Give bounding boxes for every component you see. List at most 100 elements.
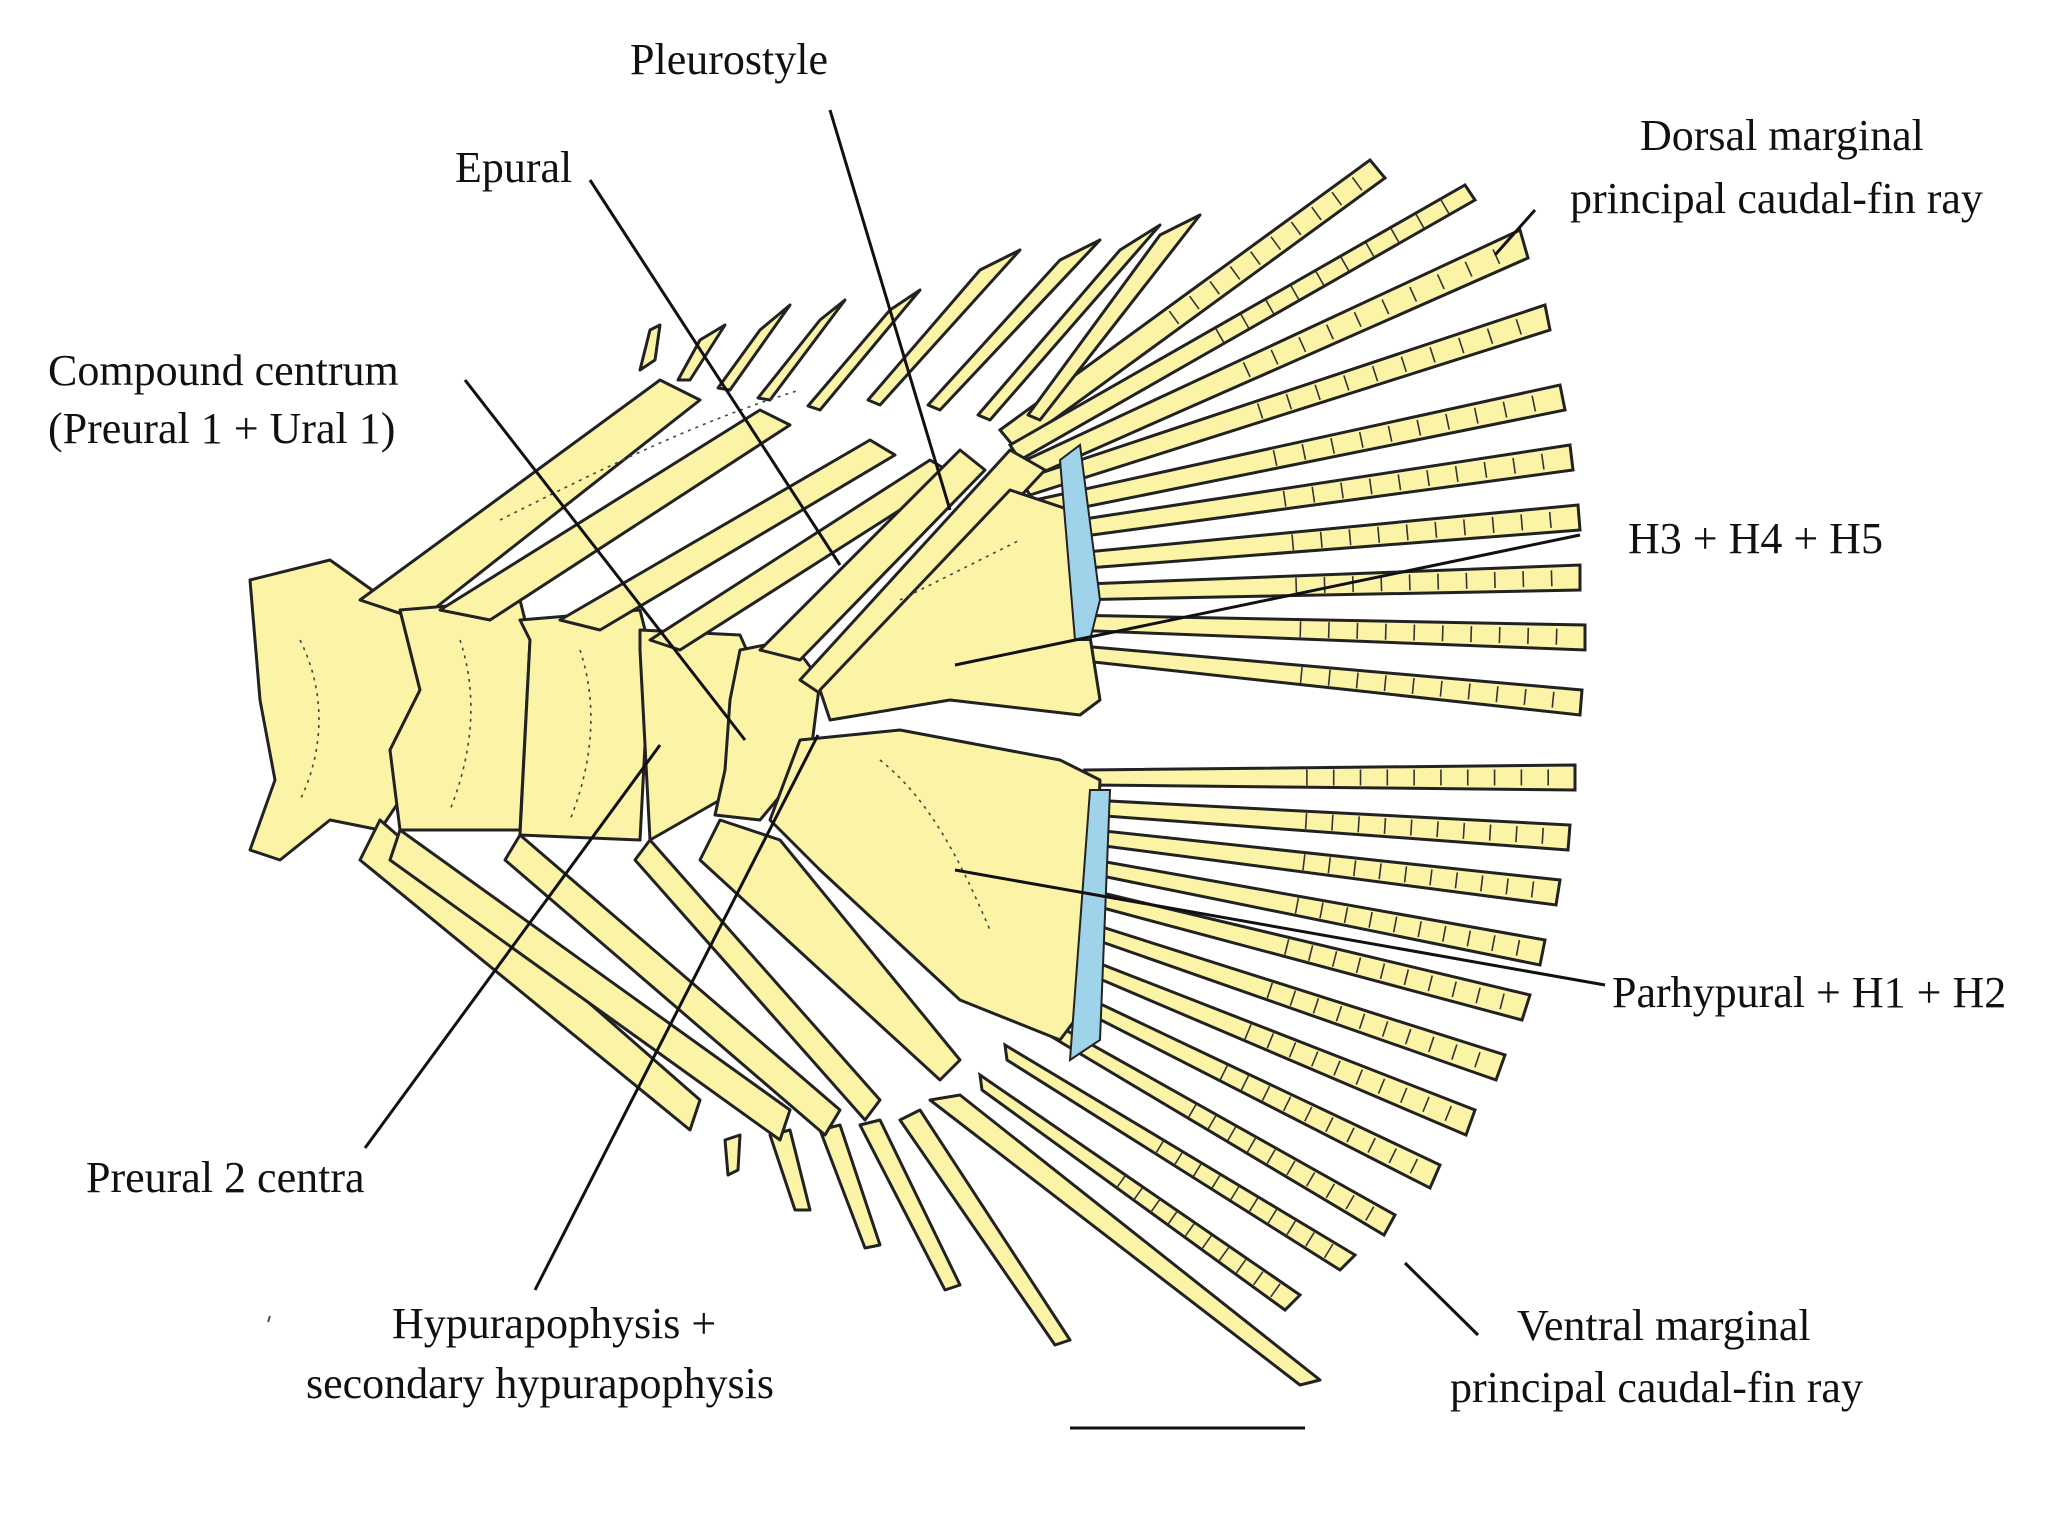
ray-segment xyxy=(1327,857,1332,874)
ray-segment xyxy=(1445,413,1450,430)
ray-segment xyxy=(1167,1210,1178,1225)
ray-segment xyxy=(1377,1078,1386,1094)
ray-segment xyxy=(1515,939,1521,956)
ray-segment xyxy=(1227,1126,1237,1142)
ray-segment xyxy=(1551,691,1555,708)
ray-segment xyxy=(1154,1139,1165,1155)
ray-segment xyxy=(1272,450,1278,466)
ray-segment xyxy=(1298,336,1307,353)
ray-segment xyxy=(1371,365,1379,382)
fin-ray xyxy=(1057,563,1582,602)
ray-segment xyxy=(1515,826,1518,843)
ray-segment xyxy=(1325,1116,1334,1133)
leader-compound-centrum xyxy=(463,379,747,741)
ray-segment xyxy=(1307,945,1314,962)
ray-segment xyxy=(1377,526,1381,543)
ray-segment xyxy=(1365,242,1375,258)
ray-segment xyxy=(1397,474,1402,491)
stray-mark xyxy=(267,1315,271,1323)
neural-spine xyxy=(558,438,897,632)
ray-segment xyxy=(1417,921,1422,938)
hypurapophysis xyxy=(698,818,962,1082)
leader-hypurapophysis xyxy=(533,734,820,1291)
label-dorsal-marginal-1: Dorsal marginal xyxy=(1640,111,1924,160)
ray-segment xyxy=(1327,669,1331,686)
ray-segment xyxy=(1480,875,1484,892)
cartilage-dorsal xyxy=(1058,443,1102,641)
ray-segment xyxy=(1378,863,1382,880)
ray-segment xyxy=(1466,930,1472,947)
ray-segment xyxy=(1286,1160,1296,1176)
haemal-spine xyxy=(388,828,792,1142)
ray-segment xyxy=(1499,993,1505,1010)
upper-hypural-plate xyxy=(818,488,1102,722)
ray-segment xyxy=(1439,680,1443,697)
leader-ventral-marginal xyxy=(1403,1261,1480,1337)
label-ventral-marginal-1: Ventral marginal xyxy=(1517,1301,1811,1350)
ray-segment xyxy=(1426,470,1431,487)
label-compound-centrum-1: Compound centrum xyxy=(48,346,399,395)
ray-segment xyxy=(1434,521,1438,538)
ray-segment xyxy=(1492,248,1501,265)
ray-segment xyxy=(1314,384,1321,401)
ray-segment xyxy=(1252,1271,1264,1286)
ray-segment xyxy=(1248,1197,1259,1212)
ray-segment xyxy=(1444,1105,1453,1122)
label-hypurapophysis-1: Hypurapophysis + xyxy=(392,1299,716,1348)
ray-segment xyxy=(1390,228,1400,243)
procurrent-ray xyxy=(756,298,847,402)
ray-segment xyxy=(1115,1174,1127,1189)
ray-segment xyxy=(1305,1232,1315,1247)
texture-line xyxy=(299,639,320,801)
ray-segment xyxy=(1358,1013,1366,1030)
ray-segment xyxy=(1458,337,1465,354)
labels: Pleurostyle Epural Compound centrum (Pre… xyxy=(48,35,2006,1412)
ray-segment xyxy=(1368,478,1373,495)
ray-segment xyxy=(1305,1172,1316,1187)
ray-segment xyxy=(1289,990,1297,1007)
ray-segment xyxy=(1282,490,1287,507)
ray-segment xyxy=(1267,1209,1278,1224)
ray-segment xyxy=(1270,236,1282,251)
ray-segment xyxy=(1266,1033,1275,1049)
ray-segment xyxy=(1505,878,1509,895)
ray-segment xyxy=(1475,987,1481,1004)
ray-segment xyxy=(1381,299,1390,315)
bone-texture xyxy=(299,389,1021,931)
neural-spine xyxy=(438,408,792,622)
fin-ray xyxy=(1067,643,1584,717)
preural-vertebra xyxy=(388,598,532,832)
ray-segment xyxy=(1261,1085,1271,1101)
ray-segment xyxy=(1368,911,1373,928)
haemal-spine xyxy=(633,838,882,1122)
ray-segment xyxy=(1387,425,1393,442)
ray-segment xyxy=(1229,1185,1240,1201)
ray-segment xyxy=(1323,1243,1334,1259)
ray-segment xyxy=(1399,1087,1408,1103)
procurrent-ray xyxy=(1026,213,1202,422)
ray-segment xyxy=(1187,1103,1198,1119)
procurrent-ray xyxy=(768,1128,812,1212)
leader-epural xyxy=(588,179,842,566)
ray-segment xyxy=(1355,672,1359,689)
ray-segment xyxy=(1486,328,1494,345)
fin-ray xyxy=(997,157,1388,451)
ray-segment xyxy=(1201,1235,1213,1249)
ray-segment xyxy=(1405,524,1409,541)
ray-segment xyxy=(1353,311,1362,328)
label-h3-h4-h5: H3 + H4 + H5 xyxy=(1628,514,1883,563)
ray-segment xyxy=(1491,516,1495,533)
ray-segment xyxy=(1270,349,1279,365)
texture-line xyxy=(569,649,592,821)
procurrent-ray xyxy=(926,238,1102,412)
ray-segment xyxy=(1311,1051,1319,1067)
ray-segment xyxy=(1355,957,1362,974)
ray-segment xyxy=(1250,251,1261,266)
label-preural2: Preural 2 centra xyxy=(86,1153,365,1202)
leader-parhypural xyxy=(954,868,1606,987)
ray-segment xyxy=(1331,814,1334,831)
ray-segment xyxy=(1357,816,1360,833)
fin-ray xyxy=(1062,613,1587,652)
ray-segment xyxy=(1311,206,1322,221)
